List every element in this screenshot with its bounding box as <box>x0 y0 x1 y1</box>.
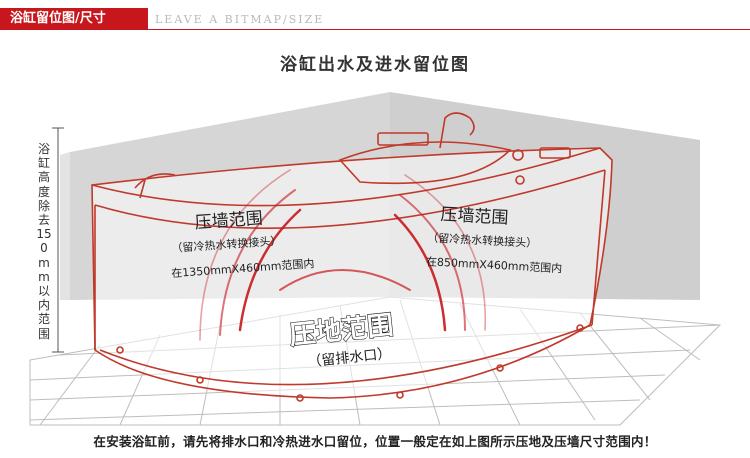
header-bar: 浴缸留位图/尺寸 LEAVE A BITMAP/SIZE <box>0 0 750 30</box>
left-floor-edge <box>60 152 70 300</box>
left-wall-annotation: 压墙范围 （留冷热水转换接头） 在1350mmX460mm范围内 <box>171 209 315 280</box>
left-wall-title: 压墙范围 <box>194 209 263 234</box>
header-divider <box>0 29 750 30</box>
right-wall-title: 压墙范围 <box>440 205 509 229</box>
header-tab: 浴缸留位图/尺寸 <box>0 8 148 30</box>
height-dimension-line <box>52 127 64 353</box>
footer-note: 在安装浴缸前，请先将排水口和冷热进水口留位，位置一般定在如上图所示压地及压墙尺寸… <box>93 434 657 449</box>
height-note: 浴缸高度除去150mm以内范围 <box>36 142 52 341</box>
pressure-arcs <box>199 169 487 341</box>
bathtub-outline <box>91 112 613 402</box>
header-subtitle: LEAVE A BITMAP/SIZE <box>155 13 325 26</box>
page-title: 浴缸出水及进水留位图 <box>280 55 470 75</box>
right-wall-subtitle: （留冷热水转换接头） <box>427 230 538 250</box>
